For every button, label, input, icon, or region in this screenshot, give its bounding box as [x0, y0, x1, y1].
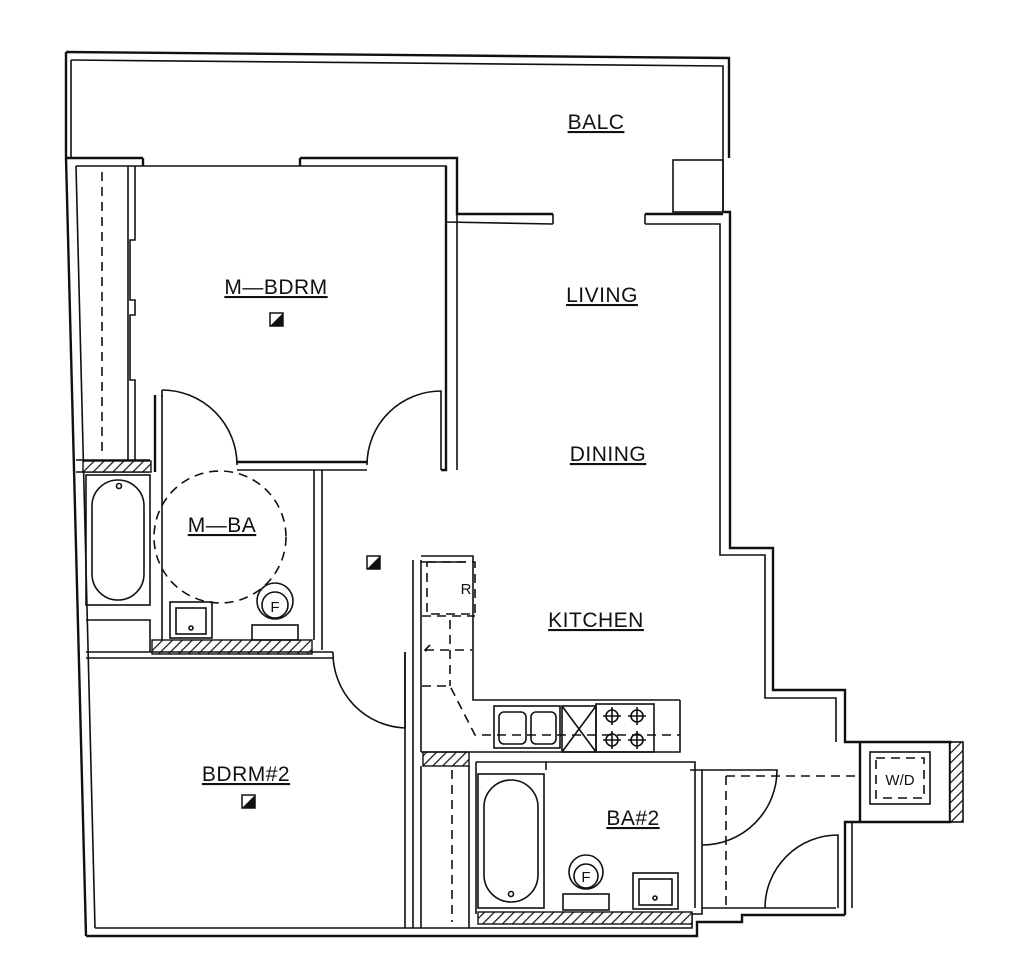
- bathtub-master: [85, 474, 151, 606]
- toilet-master-label: F: [270, 599, 279, 616]
- detector-icon: [366, 555, 381, 570]
- label-living: LIVING: [566, 284, 638, 307]
- washer-dryer: W/D: [869, 751, 931, 805]
- label-master-bedroom: M—BDRM: [224, 276, 327, 299]
- refrigerator-label: R: [461, 581, 472, 598]
- sink-bath2: [632, 872, 679, 910]
- label-balc: BALC: [568, 111, 625, 134]
- range-stove: [595, 703, 655, 753]
- sink-master: [169, 601, 213, 639]
- dishwasher: [561, 705, 597, 753]
- label-bath-2: BA#2: [606, 807, 659, 830]
- dashed-outlines: [153, 470, 860, 908]
- toilet-bath2: F: [562, 854, 610, 911]
- label-master-bath: M—BA: [188, 514, 257, 537]
- detector-icon: [241, 794, 256, 809]
- label-dining: DINING: [570, 443, 647, 466]
- kitchen-sink: [493, 705, 561, 749]
- toilet-bath2-label: F: [581, 869, 590, 886]
- balcony: [64, 50, 731, 213]
- smoke-detectors: [241, 312, 381, 809]
- room-labels: BALC M—BDRM LIVING DINING M—BA KITCHEN B…: [188, 111, 659, 830]
- label-kitchen: KITCHEN: [548, 609, 644, 632]
- washer-dryer-label: W/D: [885, 772, 914, 789]
- toilet-master: F: [251, 582, 299, 641]
- bathtub-bath2: [477, 773, 545, 909]
- doors: [161, 389, 839, 909]
- label-bedroom-2: BDRM#2: [202, 763, 290, 786]
- fixtures: F R: [85, 474, 931, 911]
- walls: [64, 156, 964, 938]
- detector-icon: [269, 312, 284, 327]
- refrigerator: R: [426, 561, 476, 615]
